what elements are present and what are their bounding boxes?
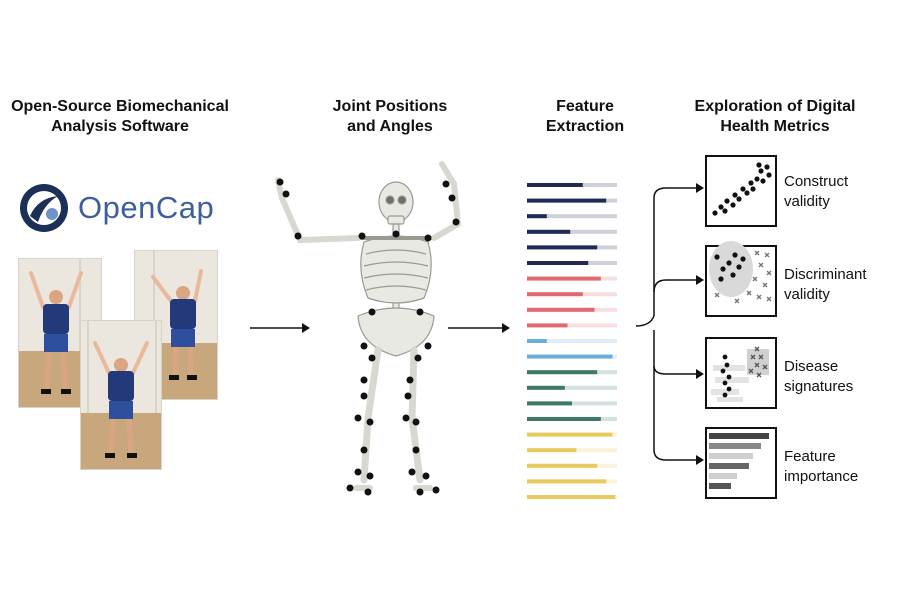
feature-bar-track (527, 214, 617, 219)
person-figure-icon (93, 341, 149, 458)
feature-bar (527, 495, 616, 499)
arrow-right-icon (448, 323, 510, 333)
feature-bar-track (527, 323, 617, 328)
feature-bar (527, 354, 613, 359)
feature-bar (527, 463, 598, 468)
arrow-right-icon (250, 323, 310, 333)
skeleton-figure (275, 161, 462, 496)
feature-importance-box (705, 427, 777, 499)
logo-text: OpenCap (78, 190, 215, 225)
feature-bar (527, 214, 547, 219)
feature-bar (527, 245, 598, 250)
cluster-plot-icon (709, 241, 772, 304)
scatter-plot-icon (712, 162, 772, 216)
metric-label-construct: Construct validity (784, 173, 849, 210)
opencap-logo-icon (20, 184, 68, 232)
metric-label-disease: Disease signatures (784, 358, 854, 395)
feature-bar (527, 339, 547, 343)
construct-validity-box (705, 155, 777, 227)
feature-bar (527, 401, 572, 406)
metric-label-importance: Feature importance (784, 448, 859, 485)
feature-bar (527, 292, 583, 297)
feature-bar (527, 417, 601, 421)
video-frame-center (80, 320, 162, 470)
branch-arrows (635, 183, 704, 465)
disease-signatures-box (705, 337, 777, 409)
feature-bar (527, 479, 607, 484)
feature-bar (527, 261, 589, 265)
bar-ranking-icon (709, 433, 769, 489)
feature-bar (527, 183, 583, 187)
heading-features: Feature Extraction (545, 98, 625, 135)
feature-bar (527, 448, 577, 453)
feature-bar (527, 385, 565, 390)
feature-bar (527, 307, 595, 312)
heading-software: Open-Source Biomechanical Analysis Softw… (11, 98, 229, 135)
heading-metrics: Exploration of Digital Health Metrics (694, 98, 856, 135)
feature-bar (527, 370, 598, 375)
heading-joints: Joint Positions and Angles (332, 98, 448, 135)
feature-bar (527, 276, 601, 281)
feature-bar (527, 229, 571, 234)
person-figure-icon (29, 271, 83, 394)
metric-label-discriminant: Discriminant validity (784, 266, 867, 303)
feature-bar (527, 198, 607, 203)
feature-bar-track (527, 385, 617, 390)
feature-bars (527, 183, 617, 499)
feature-bar-track (527, 339, 617, 343)
joint-markers (276, 178, 460, 496)
feature-bar (527, 323, 568, 328)
signature-plot-icon (711, 346, 769, 402)
discriminant-validity-box (705, 241, 777, 317)
feature-bar-track (527, 229, 617, 234)
feature-bar (527, 432, 613, 437)
person-figure-icon (151, 269, 203, 380)
